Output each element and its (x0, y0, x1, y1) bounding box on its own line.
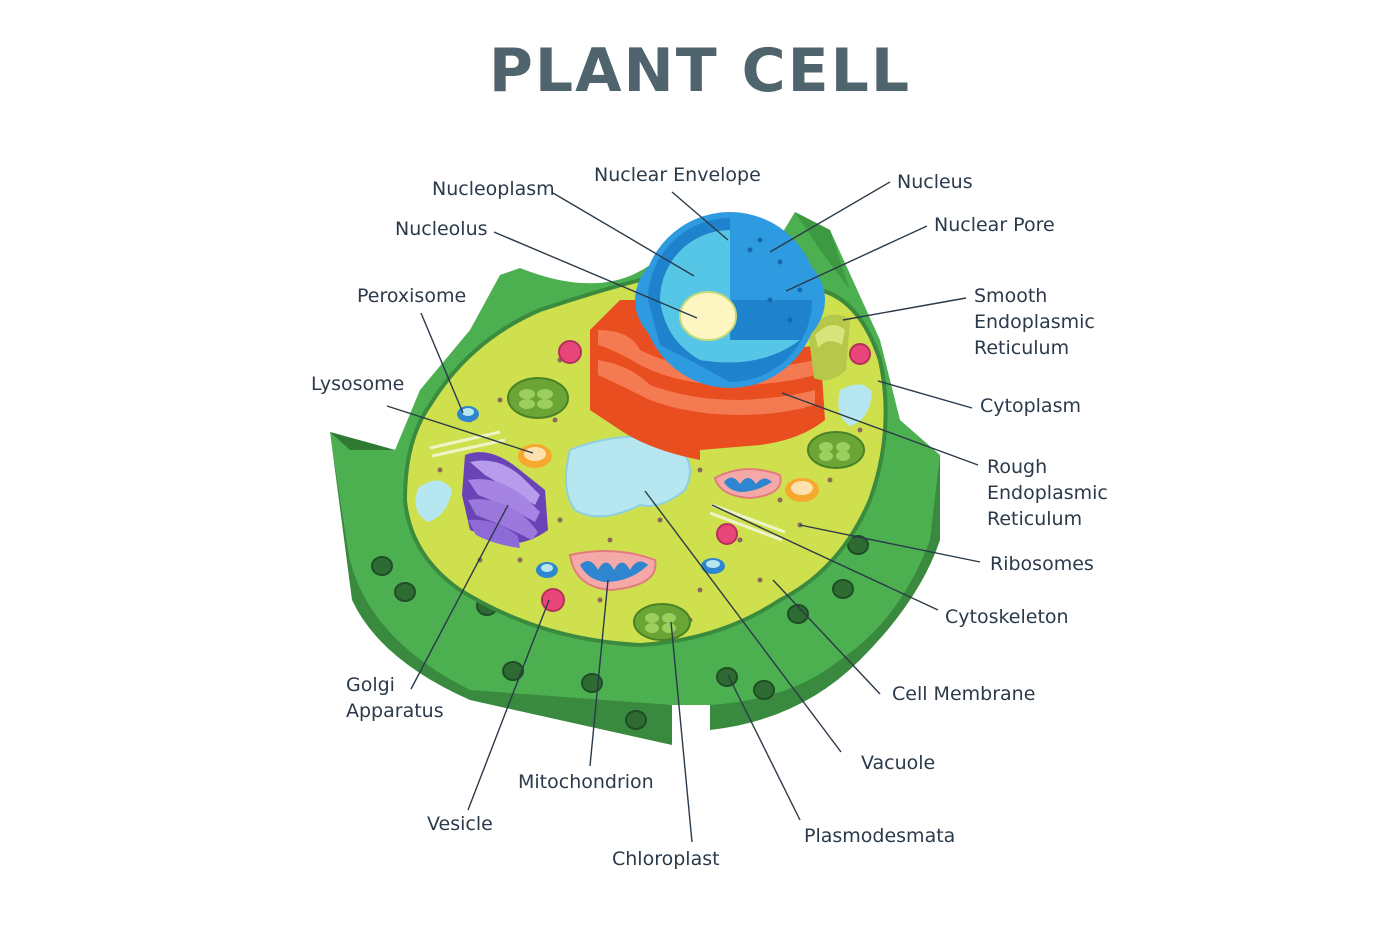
label-nucleus: Nucleus (897, 171, 973, 193)
labels: Nucleoplasm Nuclear Envelope Nucleus Nuc… (311, 164, 1114, 870)
chloroplasts (507, 377, 865, 641)
label-nuclear-pore: Nuclear Pore (934, 214, 1055, 236)
smooth-endoplasmic-reticulum (808, 314, 850, 381)
nuclear-pores (747, 237, 803, 323)
peroxisome-shape-3 (701, 558, 725, 574)
vesicle-3 (716, 523, 738, 545)
label-nuclear-envelope: Nuclear Envelope (594, 164, 761, 186)
label-plasmodesmata: Plasmodesmata (804, 825, 955, 847)
label-ribosomes: Ribosomes (990, 553, 1094, 575)
small-vacuole-left (415, 480, 452, 522)
chloroplast-1 (507, 377, 569, 419)
mitochondrion-small (713, 468, 782, 500)
leader-lines (386, 181, 981, 843)
label-nucleoplasm: Nucleoplasm (432, 178, 555, 200)
label-chloroplast: Chloroplast (612, 848, 720, 870)
label-cytoskeleton: Cytoskeleton (945, 606, 1069, 628)
peroxisome-shape-2 (536, 562, 558, 578)
chloroplast-2 (807, 431, 865, 469)
label-golgi: Golgi Apparatus (346, 674, 444, 722)
label-smooth-er: Smooth Endoplasmic Reticulum (974, 285, 1101, 359)
nucleus (635, 212, 825, 388)
label-peroxisome: Peroxisome (357, 285, 466, 307)
small-vacuole-right (838, 384, 872, 426)
vesicle-2 (849, 343, 871, 365)
label-vesicle: Vesicle (427, 813, 493, 835)
chloroplast-3 (633, 603, 691, 641)
mitochondrion (568, 550, 657, 592)
nucleolus (679, 291, 737, 341)
lysosome-shape (518, 444, 552, 468)
label-cytoplasm: Cytoplasm (980, 395, 1081, 417)
label-cell-membrane: Cell Membrane (892, 683, 1035, 705)
peroxisome-shape (457, 406, 479, 422)
label-mitochondrion: Mitochondrion (518, 771, 654, 793)
label-lysosome: Lysosome (311, 373, 404, 395)
label-vacuole: Vacuole (861, 752, 935, 774)
cytoskeleton (429, 430, 786, 542)
label-rough-er: Rough Endoplasmic Reticulum (987, 456, 1114, 530)
golgi-apparatus (462, 452, 548, 548)
lysosome-shape-2 (785, 478, 819, 502)
label-nucleolus: Nucleolus (395, 218, 488, 240)
page-title: PLANT CELL (488, 36, 912, 106)
vesicle-1 (558, 340, 582, 364)
